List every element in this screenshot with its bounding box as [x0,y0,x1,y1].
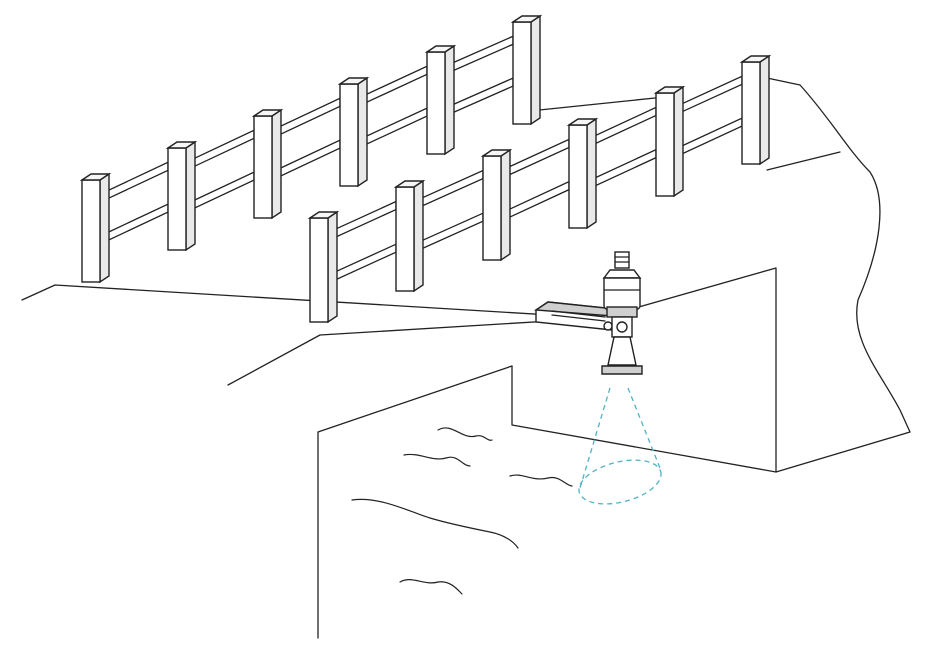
railing-bar [327,243,397,285]
front-railing [307,54,772,324]
railing-bar [357,65,428,108]
railing-post [393,179,426,293]
railing-post [566,117,599,230]
railing-bar [500,180,570,223]
deck-right-ground [766,151,841,171]
railing-post [307,210,340,324]
railing-post [251,108,284,220]
railing-post [165,140,198,252]
railing-bar [413,212,484,254]
railing-bar [500,138,570,180]
deck-front-edge [227,317,601,386]
railing-bar [444,77,514,118]
railing-bar [99,203,169,246]
water-wave-icon [399,579,463,595]
railing-post [739,54,772,166]
railing-bar [99,161,169,204]
deck-left-edge [21,284,601,319]
railing-post [337,76,370,188]
railing-bar [586,106,657,149]
bridge-abutment-front [317,365,513,639]
radar-beam-footprint [578,459,662,505]
embankment-right [599,77,911,473]
railing-bar [327,200,397,242]
railing-bar [357,107,428,150]
railing-bar [271,139,341,182]
radar-level-sensor-icon [601,251,643,375]
railing-post [653,85,686,198]
water-surface [351,427,573,595]
deck-far-edge [519,97,656,113]
radar-beam [578,387,662,505]
railing-post [510,14,543,126]
railing-bar [673,117,743,159]
bridge-structure [21,77,911,639]
bridge-underside [511,365,777,473]
water-wave-icon [509,474,573,487]
railing-post [480,148,513,262]
railing-bar [413,169,484,211]
railing-post [79,172,112,284]
railing-bar [673,75,743,117]
water-wave-icon [351,498,519,549]
radar-beam-cone [579,387,661,489]
railing-bar [185,171,255,214]
back-railing [79,14,543,284]
railing-bar [586,148,657,191]
water-wave-icon [437,427,493,441]
railing-bar [444,35,514,76]
railing-bar [185,129,255,172]
water-wave-icon [403,453,471,467]
railing-post [424,44,457,156]
railing-bar [271,97,341,140]
